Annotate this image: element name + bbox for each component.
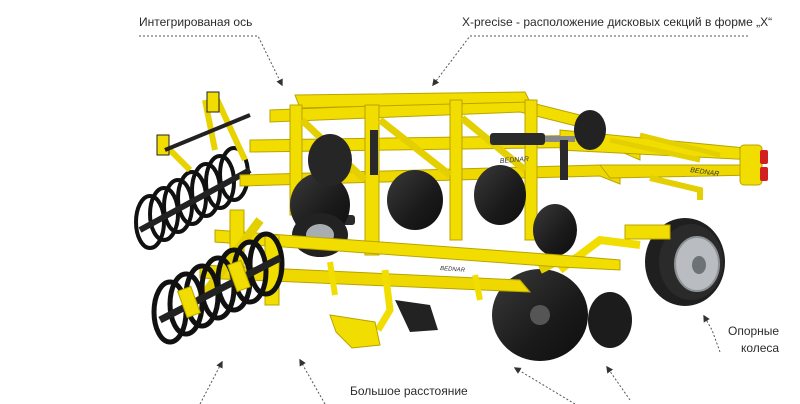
front-tool-frame: BEDNAR (196, 209, 621, 349)
leader-support-wheels (703, 314, 721, 353)
main-frame: BEDNAR BEDNAR (239, 91, 768, 256)
leader-bottom-left (199, 360, 223, 404)
hitch-decal: BEDNAR (690, 167, 720, 178)
disc-gang (290, 110, 606, 257)
label-x-precise: X-precise - расположение дисковых секций… (462, 15, 773, 29)
support-wheel (624, 218, 725, 306)
leader-bottom-center (513, 367, 576, 404)
label-support-wheels: Опорные колеса (728, 323, 779, 357)
frame-decal: BEDNAR (500, 156, 530, 165)
rear-roller-front (151, 231, 285, 345)
label-integrated-axle: Интегрированая ось (139, 15, 253, 29)
leader-lines (139, 35, 748, 404)
label-support-wheels-line1: Опорные (728, 324, 780, 338)
leader-integrated-axle (139, 35, 283, 87)
label-support-wheels-line2: колеса (740, 341, 780, 355)
rear-roller-back (134, 91, 252, 250)
leader-bottom-middle (299, 358, 326, 404)
leader-x-precise (432, 35, 748, 87)
front-decal: BEDNAR (440, 266, 466, 274)
label-large-clearance: Большое расстояние (350, 384, 468, 398)
leader-bottom-right (606, 365, 631, 401)
